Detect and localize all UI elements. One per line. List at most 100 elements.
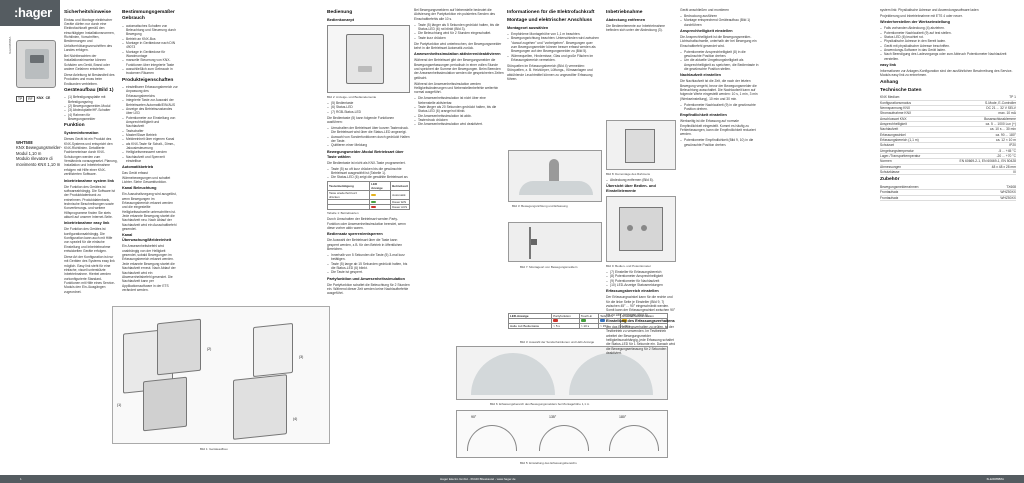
figure-2-caption: Bild 2: Anzeige- und Bedienelemente — [327, 95, 377, 99]
ops-list: Umschalten der Betriebsart über kurzen T… — [327, 126, 410, 148]
legend-item: (8) Potentiometer Ansprechhelligkeit — [606, 274, 676, 279]
brightness-text: Die Ansprechhelligkeit ist die Bewegungs… — [680, 34, 757, 48]
spec-label: Bewegungsmelderrahmen — [880, 184, 919, 189]
badge-knx: KNX — [36, 96, 44, 100]
step-item: Status LED (6) leuchtet rot. — [880, 35, 1016, 40]
subheading-lock: Bediensatz sperren/entsperren — [327, 232, 383, 237]
table-cell: Dauer AUS — [390, 204, 410, 211]
ops-item: Auswahl von Sonderfunktionen durch gedrü… — [327, 135, 410, 144]
feature-item: als KNX-Taste für Schalt-, Dimm-, Jalous… — [122, 142, 178, 151]
step-item: Anwendungs-Software in das Gerät laden. — [880, 48, 1016, 53]
fig7-wall — [529, 227, 531, 259]
spec-value: WHZ50XX — [1000, 195, 1016, 200]
table-cell: > 10 s — [578, 323, 600, 329]
feature-item: einstellbarer Erfassungsbereich zur Anpa… — [122, 85, 178, 98]
presence-sim-note: Während der Anwesenheitssimulation werde… — [414, 81, 499, 95]
automatic-text: Das Gerät erfasst Wärmebewegungen und sc… — [122, 171, 171, 184]
location-item: Empfohlene Montagehöhe von 1,1 m beachte… — [507, 32, 599, 37]
heading-function: Funktion — [64, 123, 85, 129]
uses-item: ausschließlich zum Gebrauch in trockenen… — [122, 67, 178, 76]
led-cell — [369, 204, 392, 211]
step-item: Falls vorhanden Abdeckung (4) abziehen. — [880, 26, 1016, 31]
product-line1: KNX Bewegungsmelder-Modul 1,10 m — [16, 145, 62, 156]
fig2-device — [346, 34, 384, 84]
heading-device-structure: Geräteaufbau (Bild 1) — [64, 87, 114, 93]
spec-value: 48 x 48 x 28 mm — [991, 164, 1016, 169]
spec-value: ca. 5 ... 1000 Lux (+) — [985, 121, 1016, 126]
product-image — [16, 40, 56, 88]
step-item: Potentiometer Nachlaufzeit (9) in die ge… — [680, 103, 762, 112]
heading-operation: Bedienung — [327, 10, 353, 15]
column-1: Sicherheitshinweise Einbau und Montage e… — [64, 8, 118, 318]
step-item: Die Beleuchtung wird für 2 Stunden einge… — [414, 31, 504, 36]
legend-item: (10) LED-Anzeige Statusmeldungen — [606, 283, 676, 288]
fig1-label-3: (3) — [299, 355, 304, 359]
product-title-block: WHT508 KNX Bewegungsmelder-Modul 1,10 m … — [16, 140, 64, 167]
spec-value: -20 ... +70 °C — [996, 154, 1016, 158]
subheading-easy-link: Inbetriebnahme easy link — [64, 221, 110, 226]
subheading-cover-remove: Abdeckung entfernen — [606, 18, 646, 22]
table-row: Halte zeit Bedientaste > 5 s > 10 s > 15… — [507, 323, 669, 329]
spec-value: TX608 — [1006, 184, 1016, 189]
mode-table-header: Tastenbetätigung LED Anzeige Betriebsart — [327, 181, 410, 192]
column-7: Gerät anschließen und montieren Bedrucku… — [680, 8, 762, 473]
safety-text-3: Diese Anleitung ist Bestandteil des Prod… — [64, 72, 115, 86]
column-6: Inbetriebnahme Abdeckung entfernen Die B… — [606, 8, 676, 318]
table-cell: Halte zeit Bedientaste — [507, 323, 553, 329]
table-cell: > 20 s — [619, 323, 669, 329]
spec-label: KNX Medium — [880, 95, 900, 100]
fig1-label-1: (1) — [117, 403, 122, 407]
step-item: Tasterdruck drücken — [414, 118, 504, 123]
spec-label: Abmessungen — [880, 164, 902, 169]
ops-item: Umschalten der Betriebsart über kurzen T… — [327, 126, 410, 135]
monitoring-channel-text: Ein Anwesenheitsbefehl wird unabhängig v… — [122, 244, 176, 292]
select-mode-text: Die Bedientaste ist nicht als KNX-Taste … — [327, 160, 406, 165]
led-red — [553, 319, 559, 322]
table-header-cell: Betriebsart — [390, 181, 410, 192]
fig1-module — [157, 318, 201, 376]
table-row: Taste wiederholt kurz drücken Automatik — [327, 190, 410, 201]
figure-6-caption: Bild 6: Erfassungsbereich des Bewegungsm… — [490, 402, 590, 406]
spec-value: ca. 90 ... 180° — [995, 132, 1016, 137]
step-item: Gerät mit physikalischer Adresse beschri… — [880, 44, 1016, 49]
step-item: Die Taste ist gesperrt. — [327, 270, 410, 275]
special-function-caption: Bild 3: Auswahl der Sonderfunktionen und… — [520, 340, 595, 344]
spec-value: WHZ50XX — [1000, 190, 1016, 195]
subheading-select-mode: Bewegungsmelder-Modul Betriebsart über T… — [327, 149, 404, 159]
table-cell — [327, 204, 371, 211]
step-item: Die Anwesenheitssimulation ist nicht übe… — [414, 96, 504, 105]
party-note: Bei Bewegungsmeldern auf Nebenstelle bed… — [414, 8, 496, 21]
parts-list-item: (4) Rahmen für Bewegungsmelder — [64, 113, 118, 122]
hager-logo: :hager — [14, 5, 52, 20]
subheading-lighting-channel: Kanal Beleuchtung — [122, 186, 157, 191]
spec-label: Schutzart — [880, 143, 894, 148]
subheading-monitoring-channel: Kanal Überwachung/Meldeeinheit — [122, 233, 172, 243]
step-item: Potentiometer Empfindlichkeit (Bild 9, 1… — [680, 138, 762, 147]
fig2-legend-item: (6) Status-LED — [327, 105, 410, 110]
table-row: Umgebungstemperatur-5 ... +45 °C — [880, 149, 1016, 154]
badge-ce: CE — [45, 96, 51, 100]
ets-text: Projektierung und Inbetriebnahme mit ETS… — [880, 13, 963, 18]
angle-label: 135° — [549, 415, 557, 419]
connect-list: Bedruckung ausführen Montage entsprechen… — [680, 14, 762, 27]
parts-list-item: (3) Abdeckplatte/HF-Schalter — [64, 108, 118, 113]
heading-safety: Sicherheitshinweise — [64, 10, 112, 15]
fig1-cover — [253, 322, 293, 378]
fig3-person-icon — [549, 159, 559, 189]
heading-commissioning: Inbetriebnahme — [606, 10, 643, 15]
spec-value: IP20 — [1009, 143, 1016, 148]
mode-switch-note: Durch Umschalten der Betriebsart werden … — [327, 217, 406, 230]
lighting-channel-text: Ein Ausschaltvorgang wird ausgelöst, wen… — [122, 192, 177, 232]
feature-item: Nachlaufzeit und Sperrzeit einstellbar — [122, 155, 178, 164]
system-link-text: Die Funktion des Gerätes ist softwareabh… — [64, 184, 115, 219]
table-row: Schutzart IP20 — [880, 143, 1016, 149]
table-row: Erfassungsbereich (1,1 m)ca. 12 × 10 m — [880, 138, 1016, 144]
subheading-location: Montageort auswählen — [507, 26, 549, 30]
fig1-label-2: (2) — [207, 347, 212, 351]
feature-item: Meldeeinheit über eigenen Kanal — [122, 137, 178, 142]
easy-link-text-2: Diese Art der Konfiguration ist nur mit … — [64, 254, 115, 294]
table-row: Bewegungsmelderrahmen TX608 — [880, 184, 1016, 191]
